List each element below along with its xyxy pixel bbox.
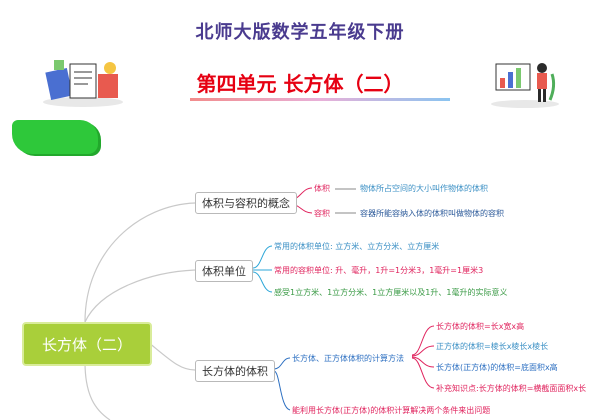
node-volume: 体积 xyxy=(314,184,330,193)
node-volume-application: 能利用长方体(正方体)的体积计算解决两个条件来出问题 xyxy=(292,406,491,415)
formula-cuboid-volume: 长方体的体积=长x宽x高 xyxy=(436,322,525,331)
person-with-chart-illustration xyxy=(491,63,559,108)
formula-cube-volume: 正方体的体积=棱长x棱长x棱长 xyxy=(436,342,549,351)
node-capacity: 容积 xyxy=(314,209,330,218)
unit-title: 第四单元 长方体（二） xyxy=(196,72,404,96)
green-label-blob xyxy=(12,120,98,154)
node-capacity-units-list: 常用的容积单位: 升、毫升，1升=1分米3，1毫升=1厘米3 xyxy=(274,266,484,275)
node-volume-calc-method: 长方体、正方体体积的计算方法 xyxy=(292,354,404,363)
node-volume-desc: 物体所占空间的大小叫作物体的体积 xyxy=(360,184,488,193)
title-underline xyxy=(190,98,450,101)
formula-cross-section: 补充知识点:长方体的体积=横截面面积x长 xyxy=(436,384,587,393)
node-units-meaning: 感受1立方米、1立方分米、1立方厘米以及1升、1毫升的实际意义 xyxy=(274,288,508,297)
books-illustration xyxy=(43,60,123,107)
branch-volume-capacity-concept[interactable]: 体积与容积的概念 xyxy=(195,192,297,214)
branch-volume-units[interactable]: 体积单位 xyxy=(195,260,253,282)
formula-base-area-height: 长方体(正方体)的体积=底面积x高 xyxy=(436,363,558,372)
branch-cuboid-volume[interactable]: 长方体的体积 xyxy=(195,360,275,382)
node-capacity-desc: 容器所能容纳入体的体积叫做物体的容积 xyxy=(360,209,504,218)
mindmap-root[interactable]: 长方体（二） xyxy=(22,322,152,366)
node-volume-units-list: 常用的体积单位: 立方米、立方分米、立方厘米 xyxy=(274,242,440,251)
page-title: 北师大版数学五年级下册 xyxy=(195,22,405,43)
